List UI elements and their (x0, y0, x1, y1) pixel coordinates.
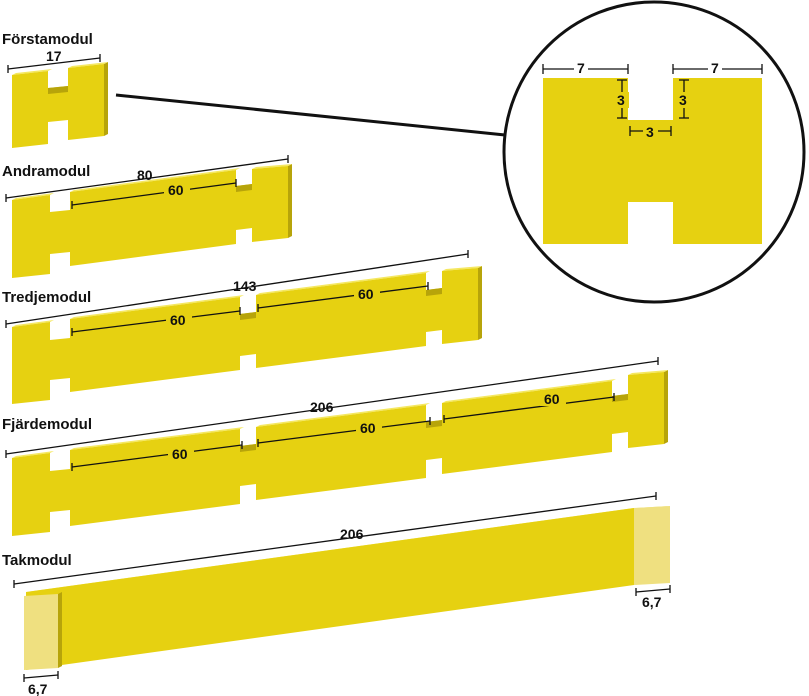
module-3-segment-1: 60 (170, 312, 186, 328)
detail-left-width: 7 (577, 60, 585, 76)
module-4-segment-3-line (443, 396, 615, 420)
detail-zoom: 7 7 3 3 3 (502, 0, 806, 304)
module-4-segment-2-line (257, 420, 431, 444)
module-3: Tredjemodul 143 60 60 (2, 250, 482, 404)
module-roof-block (24, 506, 670, 670)
detail-right-width: 7 (711, 60, 719, 76)
module-4-block (12, 370, 668, 536)
module-roof-end-right-line (635, 588, 671, 593)
detail-right-depth: 3 (679, 92, 687, 108)
module-4-segment-3: 60 (544, 391, 560, 407)
module-roof: Takmodul 206 6,7 6,7 (2, 492, 671, 696)
module-2-segment-1: 60 (168, 182, 184, 198)
module-2-length-line (5, 158, 289, 199)
module-3-segment-2: 60 (358, 286, 374, 302)
module-3-segment-1-line (71, 310, 241, 333)
detail-left-depth: 3 (617, 92, 625, 108)
module-1-label: Förstamodul (2, 31, 93, 48)
module-2-segment-1-line (71, 182, 237, 206)
detail-h-profile (543, 78, 762, 244)
module-4-segment-2: 60 (360, 420, 376, 436)
module-1: Förstamodul 17 (2, 31, 108, 148)
module-2-block (12, 164, 292, 278)
module-4-segment-1-line (71, 444, 243, 468)
module-roof-label: Takmodul (2, 552, 72, 569)
module-roof-end-right: 6,7 (642, 594, 662, 610)
module-3-length-line (5, 253, 469, 325)
module-3-block (12, 266, 482, 404)
module-roof-end-left: 6,7 (28, 681, 48, 696)
module-2-length: 80 (137, 167, 153, 183)
module-roof-length-line (13, 495, 657, 585)
module-1-length-line (7, 57, 101, 70)
module-2-label: Andramodul (2, 163, 90, 180)
detail-notch-width: 3 (646, 124, 654, 140)
module-3-segment-2-line (257, 285, 429, 309)
module-roof-length: 206 (340, 526, 364, 542)
module-4-length-line (5, 360, 659, 455)
detail-connector-line (115, 93, 506, 137)
module-2: Andramodul 80 60 (2, 155, 292, 278)
module-roof-end-left-line (23, 674, 59, 679)
module-4-segment-1: 60 (172, 446, 188, 462)
module-4: Fjärdemodul 206 60 60 60 (2, 357, 668, 536)
module-4-length: 206 (310, 399, 334, 415)
module-1-length: 17 (46, 48, 62, 64)
module-3-label: Tredjemodul (2, 289, 91, 306)
module-4-label: Fjärdemodul (2, 416, 92, 433)
module-3-length: 143 (233, 278, 257, 294)
module-1-block (12, 62, 108, 148)
